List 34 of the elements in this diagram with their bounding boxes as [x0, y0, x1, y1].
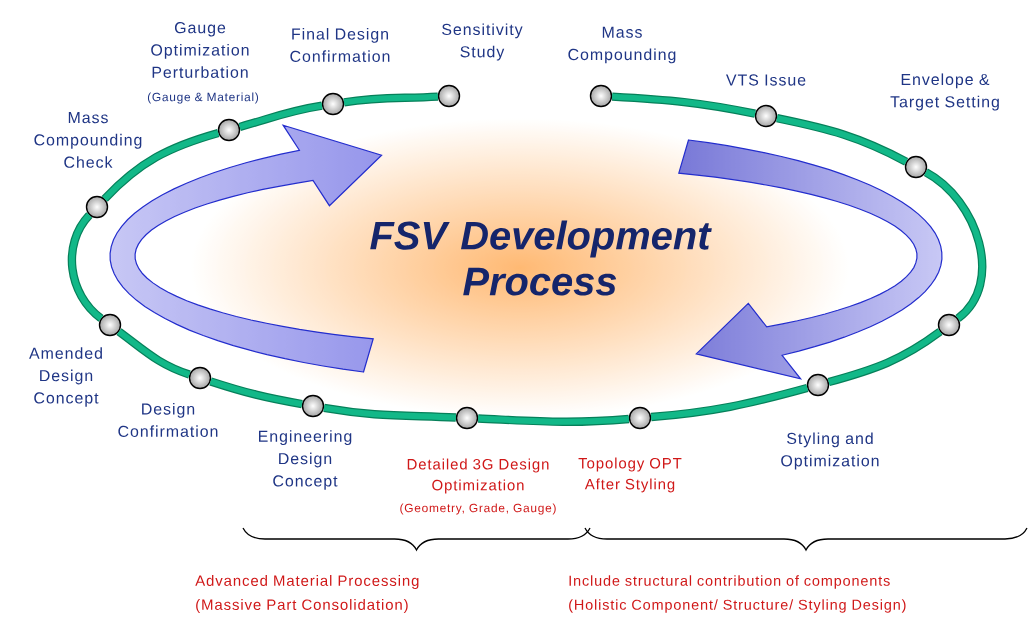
step-label: (Geometry, Grade, Gauge)	[400, 503, 556, 515]
step-label: Final Design Confirmation	[290, 28, 390, 62]
track-segment	[116, 328, 191, 379]
step-label: Envelope & Target Setting	[890, 73, 999, 111]
track-segment	[650, 383, 809, 422]
note-text: Advanced Material Processing	[195, 575, 419, 589]
step-label: Engineering Design Concept	[259, 430, 352, 490]
track-segment	[776, 114, 909, 166]
track-segment	[478, 414, 630, 426]
note-text: (Holistic Component/ Structure/ Styling Design)	[569, 599, 906, 613]
track-segment	[611, 92, 756, 118]
step-label: Detailed 3G Design Optimization	[407, 458, 549, 494]
track-segment	[67, 212, 104, 322]
track-segment	[238, 101, 323, 131]
step-label: Mass Compounding	[568, 26, 676, 64]
step-label: Mass Compounding Check	[34, 112, 142, 168]
step-label: Topology OPT After Styling	[578, 457, 682, 493]
step-label: (Gauge & Material)	[147, 92, 259, 104]
title: FSV Development Process	[370, 220, 712, 296]
step-label: Gauge Optimization Perturbation	[151, 22, 249, 78]
track-segment	[827, 328, 943, 387]
step-label: Amended Design Concept	[29, 347, 102, 407]
track-segment	[923, 168, 987, 322]
milestone-circle	[937, 313, 961, 337]
step-label: VTS Issue	[726, 74, 806, 86]
note-text: (Massive Part Consolidation)	[196, 599, 408, 613]
step-label: Sensitivity Study	[442, 23, 523, 61]
track-segment	[101, 129, 220, 202]
step-label: Styling and Optimization	[781, 432, 879, 470]
track-segment	[323, 403, 456, 422]
track-segment	[343, 92, 439, 107]
note-text: Include structural contribution of components	[569, 575, 890, 589]
track-segment	[209, 377, 303, 409]
step-label: Design Confirmation	[118, 403, 218, 437]
